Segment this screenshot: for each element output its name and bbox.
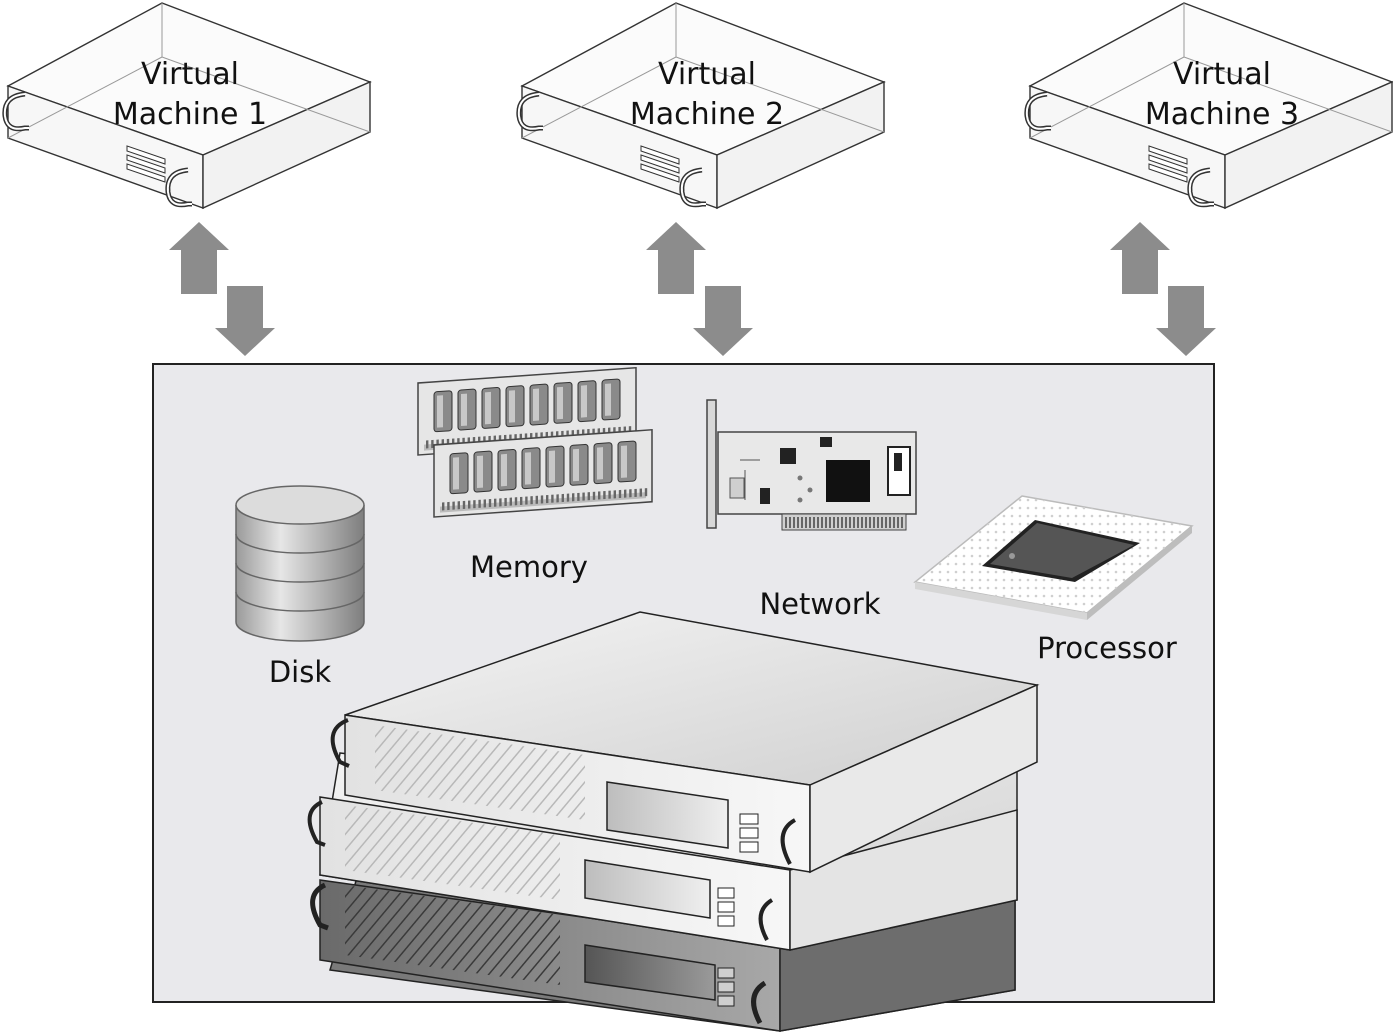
arrow-down bbox=[215, 286, 275, 356]
vm1-label-line1: Virtual bbox=[141, 57, 239, 92]
server-unit-2 bbox=[307, 752, 1018, 951]
memory-icon bbox=[417, 366, 653, 518]
arrow-up bbox=[1110, 222, 1170, 294]
virtual-machine-3 bbox=[1024, 2, 1393, 210]
arrow-up bbox=[646, 222, 706, 294]
vm2-label-line2: Machine 2 bbox=[630, 97, 784, 132]
server-unit-1 bbox=[330, 611, 1040, 874]
memory-label: Memory bbox=[470, 550, 588, 584]
virtual-machine-2 bbox=[516, 2, 886, 210]
processor-label: Processor bbox=[1037, 631, 1177, 665]
arrow-down bbox=[1156, 286, 1216, 356]
processor-icon bbox=[913, 495, 1194, 620]
disk-label: Disk bbox=[269, 655, 331, 689]
vm3-label-line2: Machine 3 bbox=[1145, 97, 1299, 132]
vm1-label-line2: Machine 1 bbox=[113, 97, 267, 132]
data-flow-arrows bbox=[169, 222, 1216, 356]
vm3-label-line1: Virtual bbox=[1173, 57, 1271, 92]
network-card-icon bbox=[706, 399, 917, 531]
disk-icon bbox=[235, 485, 365, 642]
arrow-down bbox=[693, 286, 753, 356]
physical-server-stack bbox=[307, 611, 1040, 1032]
vm2-label-line1: Virtual bbox=[658, 57, 756, 92]
arrow-up bbox=[169, 222, 229, 294]
virtual-machine-1 bbox=[2, 2, 372, 210]
network-label: Network bbox=[759, 587, 880, 621]
